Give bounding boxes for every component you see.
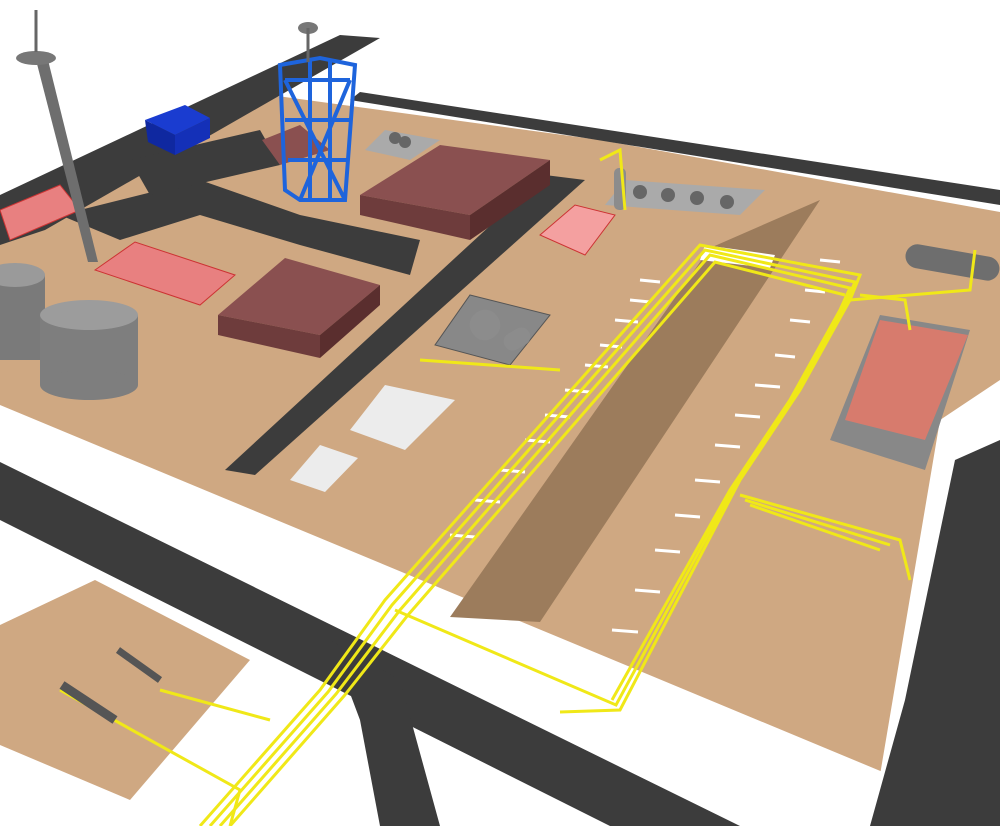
concrete-pad-large <box>350 385 455 450</box>
large-building-side <box>360 195 470 240</box>
large-building-roof <box>360 145 550 215</box>
pipe-rack <box>59 147 977 826</box>
road-top-right <box>350 92 1000 205</box>
shelter-mid <box>93 241 236 306</box>
flare-stack <box>16 10 98 262</box>
shelter-right <box>539 204 616 256</box>
horizontal-vessel-1 <box>469 309 501 341</box>
storage-tank-2 <box>40 300 138 400</box>
blue-building <box>145 105 210 155</box>
road-inner-2 <box>225 175 585 475</box>
pig-launcher-1 <box>115 647 163 683</box>
blue-lattice-tower <box>277 55 358 202</box>
pig-launcher-2 <box>59 681 118 724</box>
mid-building-roof <box>218 258 380 335</box>
mid-building-front <box>320 285 380 358</box>
road-inner-3 <box>130 130 280 195</box>
concrete-pad-small <box>290 445 358 492</box>
mid-building-side <box>218 315 320 358</box>
road-bottom <box>0 462 740 826</box>
horizontal-vessel-2 <box>503 327 531 351</box>
small-building-roof <box>262 125 330 165</box>
road-right <box>870 440 1000 826</box>
road-bottom-branch <box>330 640 440 826</box>
lower-left-ground-plate <box>0 580 250 800</box>
storage-tank-1 <box>0 263 45 360</box>
large-building-front <box>470 160 550 240</box>
trench <box>450 200 820 622</box>
horizontal-vessel-right <box>905 244 1000 281</box>
compressor-house <box>845 320 968 440</box>
road-inner-1 <box>60 180 420 275</box>
cooling-fans <box>389 132 734 209</box>
